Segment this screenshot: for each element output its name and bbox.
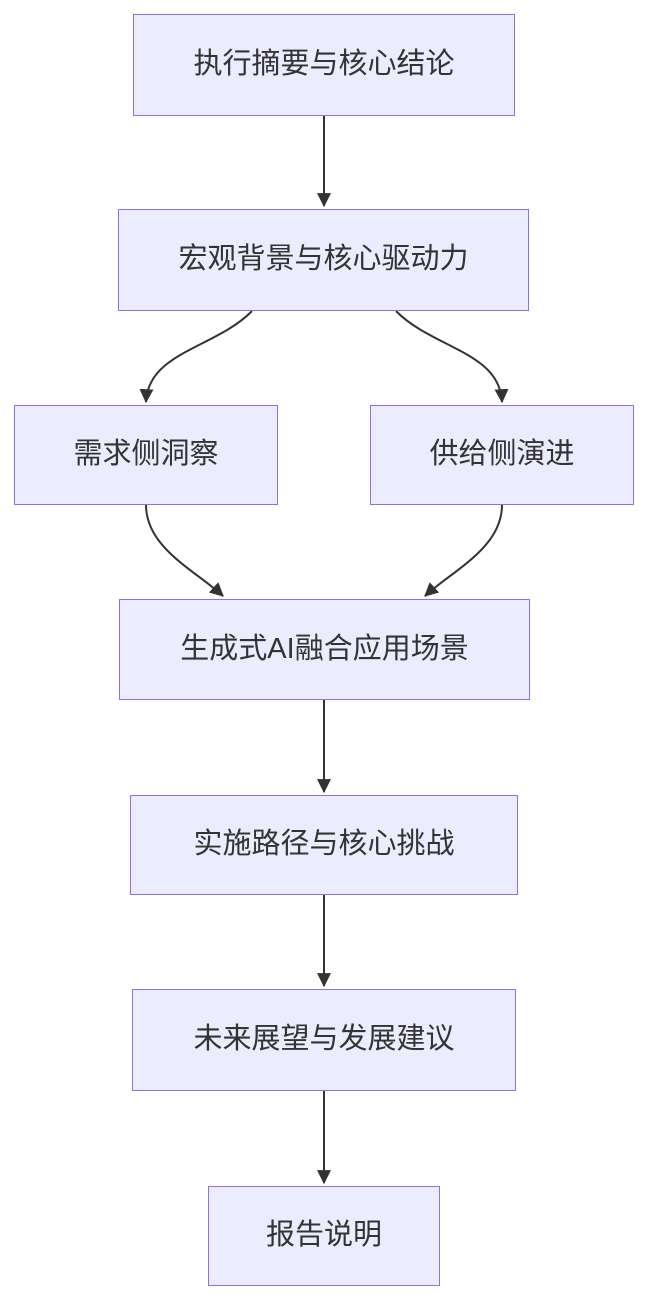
node-label: 生成式AI融合应用场景 <box>180 632 469 665</box>
edge-b-c <box>139 310 253 404</box>
node-label: 报告说明 <box>265 1219 382 1252</box>
node-label: 需求侧洞察 <box>73 438 219 471</box>
node-label: 宏观背景与核心驱动力 <box>178 243 469 276</box>
node-implementation-challenges: 实施路径与核心挑战 <box>130 795 518 895</box>
node-label: 供给侧演进 <box>429 438 575 471</box>
node-label: 执行摘要与核心结论 <box>193 48 455 81</box>
edge-d-e <box>424 504 503 597</box>
node-macro-background: 宏观背景与核心驱动力 <box>118 209 529 311</box>
node-report-notes: 报告说明 <box>208 1186 440 1286</box>
node-genai-application-scenarios: 生成式AI融合应用场景 <box>119 599 530 700</box>
node-label: 未来展望与发展建议 <box>193 1023 455 1056</box>
edge-c-e <box>145 504 224 597</box>
node-label: 实施路径与核心挑战 <box>193 828 455 861</box>
node-supply-side-evolution: 供给侧演进 <box>370 405 634 505</box>
node-future-outlook: 未来展望与发展建议 <box>132 989 516 1091</box>
edge-b-d <box>395 310 509 404</box>
node-demand-side-insight: 需求侧洞察 <box>14 405 278 505</box>
node-executive-summary: 执行摘要与核心结论 <box>133 14 515 116</box>
